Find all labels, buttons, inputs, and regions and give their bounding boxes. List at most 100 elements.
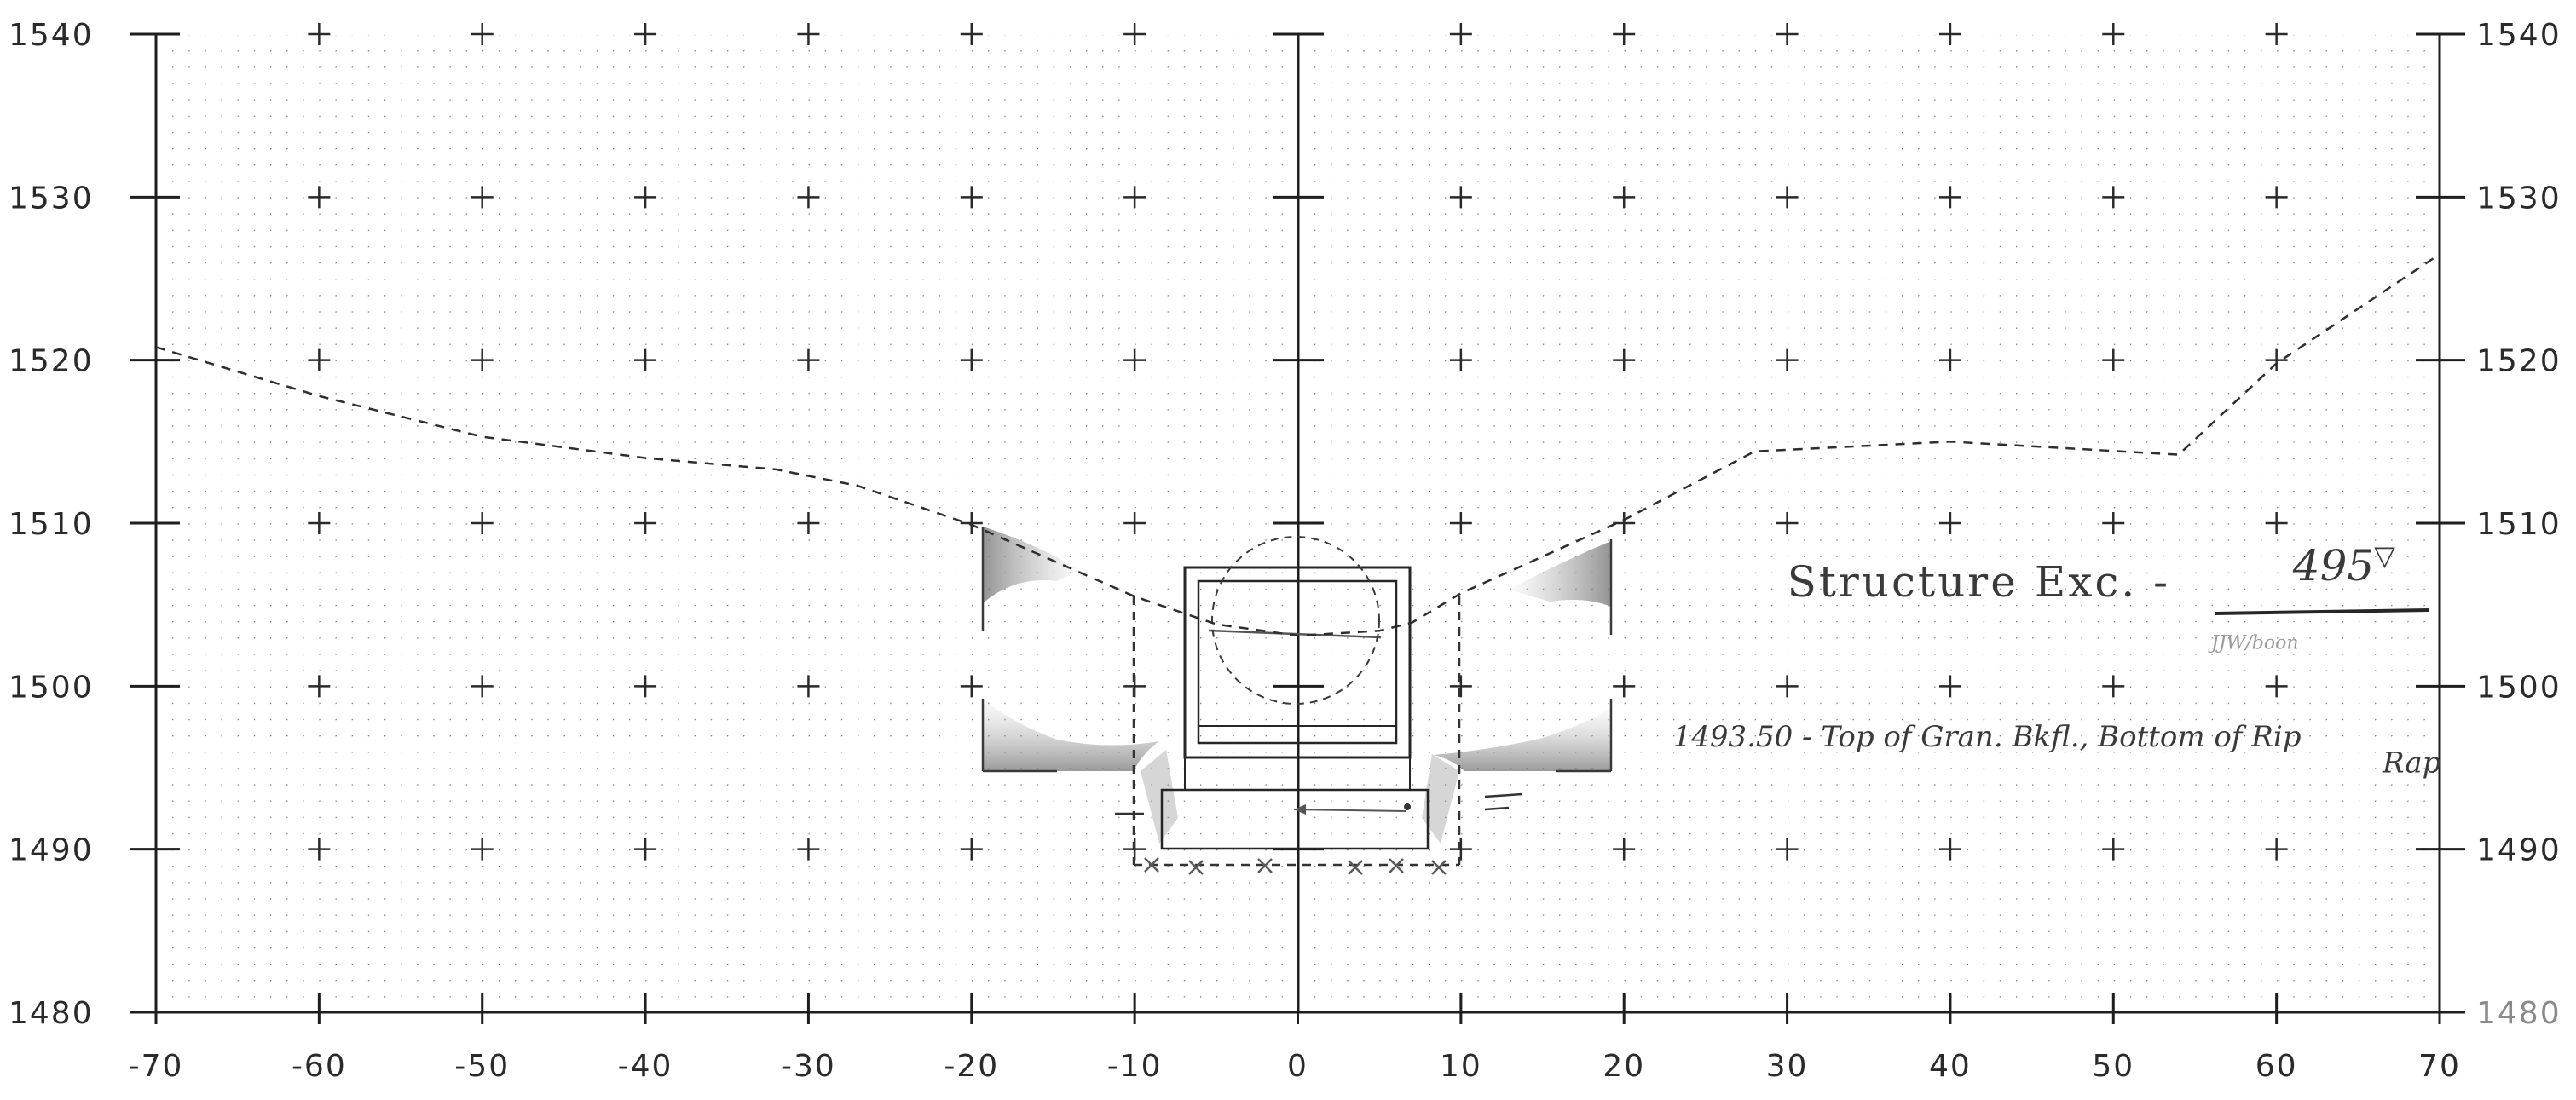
- grid-cross: [2102, 838, 2125, 861]
- grid-cross: [1123, 348, 1146, 371]
- ground-profile-line: [155, 253, 2440, 637]
- shading-right-base: [1434, 707, 1611, 771]
- grid-cross: [634, 838, 657, 861]
- grid-cross: [1938, 348, 1961, 371]
- grid-cross: [960, 675, 983, 698]
- grid-cross: [960, 186, 983, 209]
- grid-cross: [308, 838, 331, 861]
- y-tick-label-right: 1500: [2476, 670, 2562, 705]
- x-tick-label: -40: [618, 1049, 673, 1084]
- grid-cross: [1938, 675, 1961, 698]
- grid-cross: [634, 23, 657, 45]
- bedding-x-mark: [1348, 860, 1363, 875]
- x-tick-label: 10: [1440, 1049, 1482, 1084]
- grid-cross: [2265, 186, 2288, 209]
- grid-cross: [1776, 348, 1799, 371]
- y-tick-label-right: 1530: [2476, 181, 2562, 216]
- structure-exc-value: 495▽: [2292, 539, 2395, 590]
- bedding-x-mark: [1389, 858, 1404, 873]
- x-tick-label: 40: [1929, 1049, 1972, 1084]
- dashed-limits: [1132, 596, 1461, 867]
- x-tick-label: -20: [944, 1049, 999, 1084]
- grid-cross: [797, 512, 820, 534]
- x-tick-label: -70: [129, 1049, 184, 1084]
- footing-side-marks: [1115, 792, 1523, 815]
- grid-cross: [797, 838, 820, 861]
- footing-arrow-head: [1294, 804, 1306, 815]
- grid-cross: [1449, 186, 1472, 209]
- elevation-triangle-mark: ▽: [2374, 539, 2395, 572]
- grid-cross: [2102, 512, 2125, 534]
- grid-cross: [2102, 348, 2125, 371]
- x-tick-label: 0: [1287, 1049, 1308, 1084]
- excavation-shading: [983, 527, 1611, 844]
- grid-cross: [471, 23, 494, 45]
- x-tick-label: 20: [1603, 1049, 1645, 1084]
- y-tick-label-right: 1490: [2476, 833, 2562, 868]
- structure-exc-label: Structure Exc. -: [1788, 557, 2171, 607]
- grid-cross: [797, 675, 820, 698]
- x-tick-label: 60: [2255, 1049, 2298, 1084]
- grid-cross: [1938, 23, 1961, 45]
- bedding-x-mark: [1188, 860, 1204, 875]
- x-tick-label: 30: [1766, 1049, 1809, 1084]
- grid-cross: [1449, 512, 1472, 534]
- y-tick-label-right: 1510: [2476, 507, 2562, 542]
- grid-cross: [1613, 186, 1636, 209]
- grid-cross: [2265, 23, 2288, 45]
- grid-cross: [1123, 186, 1146, 209]
- grid-cross: [471, 838, 494, 861]
- grid-cross: [471, 675, 494, 698]
- y-tick-label-left: 1510: [9, 507, 94, 542]
- pipe-dashed-circle: [1211, 536, 1380, 705]
- shading-right-wedge: [1422, 754, 1459, 844]
- grid-cross: [960, 348, 983, 371]
- grid-cross: [797, 186, 820, 209]
- grid-cross: [1123, 512, 1146, 534]
- grid-cross: [308, 512, 331, 534]
- grid-cross: [1938, 512, 1961, 534]
- y-tick-label-right: 1520: [2476, 344, 2562, 379]
- shading-right-slope: [1509, 541, 1611, 607]
- grid-cross: [1449, 838, 1472, 861]
- grid-cross: [1449, 675, 1472, 698]
- grid-cross: [797, 23, 820, 45]
- grid-cross: [634, 186, 657, 209]
- grid-cross: [2102, 186, 2125, 209]
- box-culvert: [1160, 536, 1430, 850]
- grid-cross: [1613, 838, 1636, 861]
- y-tick-label-left: 1520: [9, 344, 94, 379]
- x-tick-label: 70: [2418, 1049, 2461, 1084]
- grid-crosses: [308, 23, 2288, 861]
- grid-cross: [960, 838, 983, 861]
- structure-exc-underline: [2214, 608, 2430, 615]
- grid-cross: [308, 675, 331, 698]
- y-tick-label-left: 1500: [9, 670, 94, 705]
- bedding-x-mark: [1257, 858, 1273, 873]
- grid-cross: [1776, 512, 1799, 534]
- grid-cross: [308, 348, 331, 371]
- y-tick-label-right: 1540: [2476, 18, 2562, 53]
- right-side-mark-2: [1484, 806, 1510, 811]
- shading-left-wedge: [1141, 750, 1178, 844]
- grid-cross: [634, 512, 657, 534]
- grid-cross: [1776, 838, 1799, 861]
- grid-cross: [797, 348, 820, 371]
- grid-cross: [1938, 838, 1961, 861]
- grid-cross: [2265, 512, 2288, 534]
- grid-cross: [1449, 348, 1472, 371]
- grid-cross: [2265, 348, 2288, 371]
- grid-cross: [1123, 23, 1146, 45]
- grid-cross: [2102, 23, 2125, 45]
- culvert-footing: [1160, 788, 1430, 850]
- grid-cross: [1776, 186, 1799, 209]
- y-tick-label-left: 1530: [9, 181, 94, 216]
- x-tick-label: -10: [1107, 1049, 1163, 1084]
- grid-cross: [1613, 23, 1636, 45]
- footing-arrow-line: [1293, 809, 1407, 812]
- grid-cross: [1449, 23, 1472, 45]
- x-tick-label: 50: [2092, 1049, 2134, 1084]
